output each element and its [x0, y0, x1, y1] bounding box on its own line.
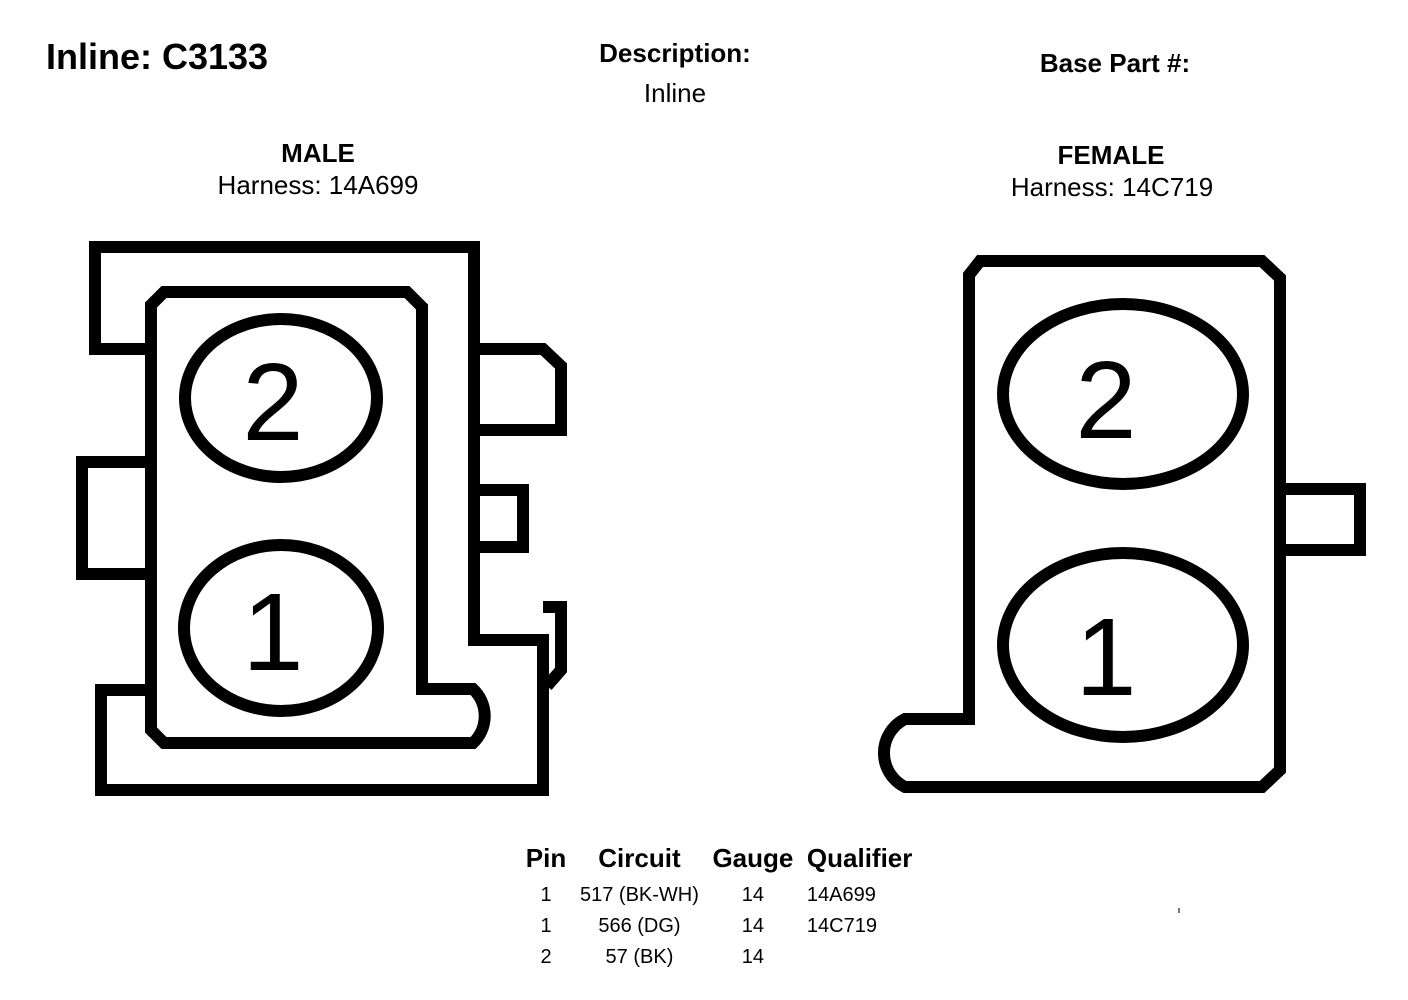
- male-cavity-2: [179, 313, 383, 483]
- qualifier-cell: 14A699: [806, 884, 876, 906]
- male-cavity-1: [178, 539, 384, 717]
- male-inner-body: [145, 286, 491, 749]
- pin-header: Pin: [525, 843, 567, 873]
- pin-table-header: Pin Circuit Gauge Qualifier: [518, 843, 918, 880]
- gauge-cell: 14: [741, 915, 765, 937]
- female-harness: Harness: 14C719: [1010, 172, 1214, 202]
- base-part-label: Base Part #:: [1039, 48, 1191, 78]
- qualifier-cell: [801, 942, 918, 973]
- female-connector: [878, 255, 1366, 793]
- pin-cell: 2: [540, 946, 552, 968]
- female-label: FEMALE: [1057, 140, 1165, 170]
- male-pin-1-label: 1: [242, 571, 303, 694]
- pin-table: Pin Circuit Gauge Qualifier 1 517 (BK-WH…: [518, 843, 918, 973]
- female-cavity-1: [997, 547, 1249, 743]
- male-outer-shell: [89, 241, 549, 796]
- male-connector: [76, 241, 567, 796]
- female-pin-1-label: 1: [1075, 596, 1136, 719]
- circuit-cell: 517 (BK-WH): [580, 884, 699, 906]
- circuit-cell: 566 (DG): [598, 915, 681, 937]
- description-label: Description:: [599, 38, 751, 68]
- description-value: Inline: [643, 78, 707, 108]
- male-side-tab-middle: [474, 484, 529, 553]
- male-pin-2-label: 2: [242, 341, 303, 464]
- pin-cell: 1: [540, 884, 552, 906]
- stray-mark: [1178, 908, 1180, 913]
- table-row: 1 517 (BK-WH) 14 14A699: [518, 880, 918, 911]
- gauge-header: Gauge: [712, 843, 794, 873]
- female-side-tab: [1280, 483, 1366, 556]
- table-row: 2 57 (BK) 14: [518, 942, 918, 973]
- male-label: MALE: [281, 138, 355, 168]
- male-left-latch: [76, 456, 151, 580]
- female-cavity-2: [997, 298, 1249, 490]
- gauge-cell: 14: [741, 946, 765, 968]
- female-body: [878, 255, 1286, 793]
- qualifier-header: Qualifier: [806, 843, 913, 873]
- circuit-header: Circuit: [598, 843, 681, 873]
- female-pin-2-label: 2: [1075, 339, 1136, 462]
- qualifier-cell: 14C719: [806, 915, 877, 937]
- male-side-tab-bottom: [542, 601, 567, 690]
- male-side-tab-top: [474, 343, 567, 436]
- connector-title: Inline: C3133: [46, 36, 269, 77]
- table-row: 1 566 (DG) 14 14C719: [518, 911, 918, 942]
- gauge-cell: 14: [741, 884, 765, 906]
- pin-cell: 1: [540, 915, 552, 937]
- circuit-cell: 57 (BK): [605, 946, 674, 968]
- male-harness: Harness: 14A699: [217, 170, 419, 200]
